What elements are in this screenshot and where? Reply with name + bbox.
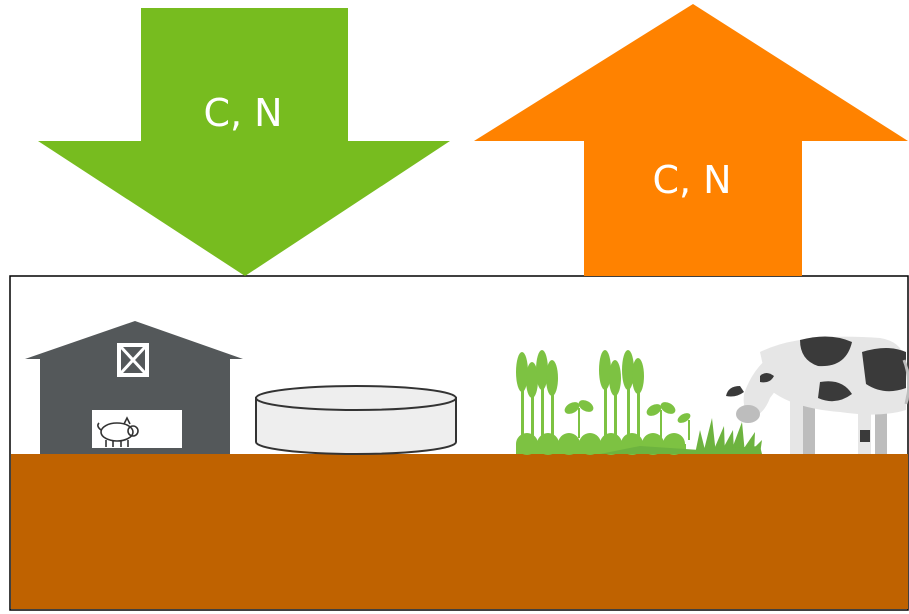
soil-layer [11,454,908,609]
grass-icon [600,418,762,454]
outflow-arrow-shape [474,4,908,276]
cow-icon [726,336,909,454]
manure-tank-icon [255,385,457,455]
barn-icon [25,321,243,454]
outflow-arrow: C, N [474,4,908,276]
crops-icon [516,350,691,455]
inflow-arrow-shape [38,8,450,276]
inflow-arrow: C, N [38,8,450,276]
inflow-arrow-label: C, N [203,91,282,135]
outflow-arrow-label: C, N [652,158,731,202]
pig-icon [97,416,139,447]
